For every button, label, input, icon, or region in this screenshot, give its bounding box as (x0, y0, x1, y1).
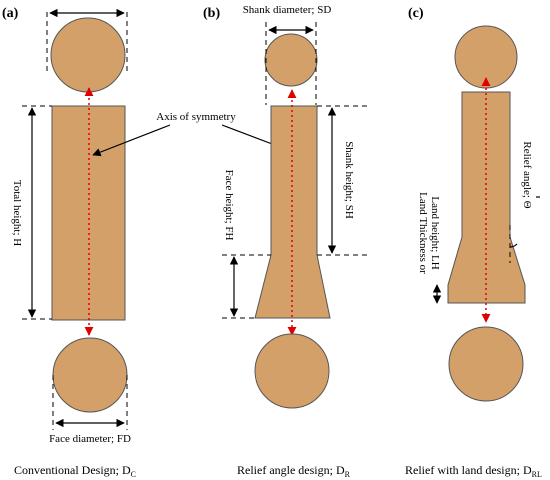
panel-c-land-label-line2: Land height; LH (429, 196, 441, 269)
panel-c-relief-angle-label: Relief angle; Θ (521, 141, 533, 208)
panel-b-tag: (b) (203, 6, 220, 21)
panel-c-land-label-line1: Land Thickness or (417, 192, 429, 274)
panel-b-top-shank-circle (264, 33, 318, 87)
panel-b-caption: Relief angle design; DR (237, 463, 351, 479)
panel-c-relief-angle-arc (509, 243, 518, 248)
panel-b-shank-diameter-label: Shank diameter; SD (243, 4, 332, 16)
panel-b: (b) Shank diameter; SD Shank height; SH … (203, 4, 368, 479)
panel-b-bottom-face-circle (254, 333, 330, 409)
panel-a-face-diameter-label: Face diameter; FD (49, 433, 131, 445)
panel-a-tag: (a) (2, 6, 19, 21)
panel-a: (a) Total height; H Face diameter; FD Co… (2, 6, 136, 479)
panel-b-face-height-label: Face height; FH (223, 170, 235, 241)
panel-b-shank-height-label: Shank height; SH (343, 141, 355, 219)
axis-callout-arrow-a (92, 124, 171, 157)
panel-a-top-face-circle (50, 17, 126, 93)
panel-c-tag: (c) (408, 6, 424, 21)
panel-c-caption: Relief with land design; DRL (405, 463, 542, 479)
panel-a-total-height-label: Total height; H (11, 180, 23, 246)
panel-c: (c) Relief angle; Θ Land Thickness or La… (405, 6, 542, 479)
panel-a-caption: Conventional Design; DC (14, 463, 136, 479)
panel-c-bottom-face-circle (448, 326, 524, 402)
panel-a-bottom-face-circle (52, 337, 128, 413)
axis-of-symmetry-label: Axis of symmetry (156, 111, 236, 123)
